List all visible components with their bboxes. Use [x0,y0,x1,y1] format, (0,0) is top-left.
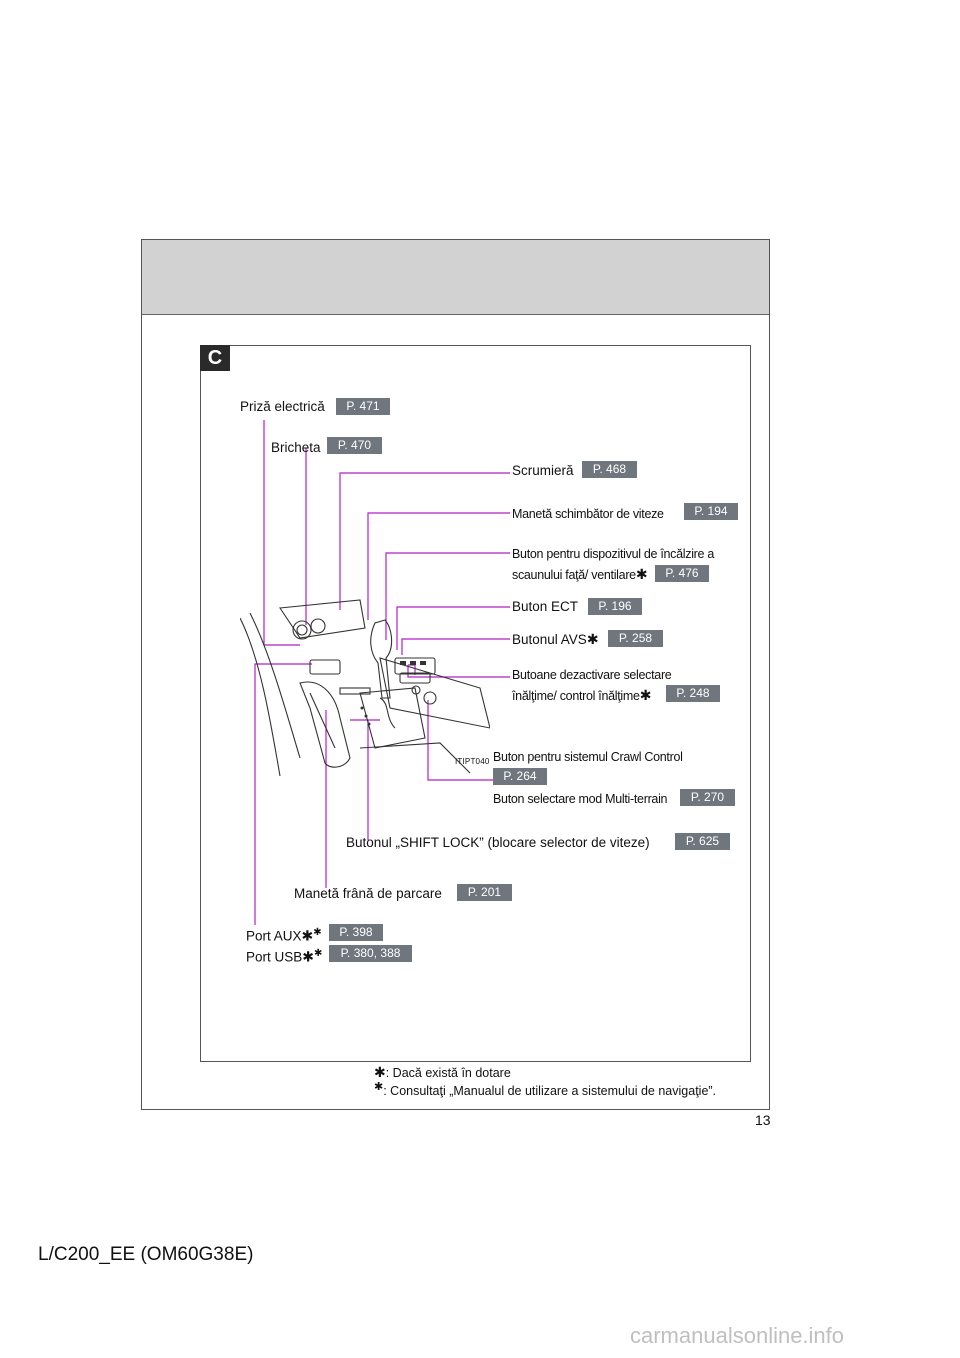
page-ref-ashtray[interactable]: P. 468 [582,461,637,478]
leader-height [407,665,510,678]
page-ref-shift-lever[interactable]: P. 194 [684,503,738,520]
label-shift-lever: Manetă schimbător de viteze [512,507,664,521]
label-height-text: înălţime/ control înălţime [512,689,640,703]
label-ashtray: Scrumieră [512,463,574,478]
header-band [142,240,769,315]
label-height-line2: înălţime/ control înălţime✱ [512,687,651,704]
page-ref-avs[interactable]: P. 258 [608,630,663,647]
footnote-1-text: : Dacă există în dotare [385,1066,511,1080]
label-avs: Butonul AVS✱ [512,631,599,648]
figure-box [200,345,751,1062]
label-aux-text: Port AUX [246,928,302,944]
label-seat-heater-line1: Buton pentru dispozitivul de încălzire a [512,547,715,561]
label-seat-heater-line2: scaunului faţă/ ventilare✱ [512,566,648,583]
footnote-2-text: : Consultaţi „Manualul de utilizare a si… [383,1084,717,1099]
page-ref-lighter[interactable]: P. 470 [327,437,382,454]
label-height-line1: Butoane dezactivare selectare [512,668,672,682]
image-code: ITIPT040 [455,757,490,766]
footnote-1: ✱: Dacă există în dotare [374,1064,511,1081]
asterisk-icon: ✱ [639,687,652,703]
page-ref-parking-brake[interactable]: P. 201 [457,884,512,901]
page-ref-height[interactable]: P. 248 [666,685,720,702]
page-number: 13 [755,1112,771,1128]
leader-aux [254,663,312,925]
label-crawl: Buton pentru sistemul Crawl Control [493,750,683,764]
page-ref-usb[interactable]: P. 380, 388 [329,945,412,962]
label-power-outlet: Priză electrică [240,399,325,414]
leader-crawl [427,700,510,781]
label-parking-brake: Manetă frână de parcare [294,886,442,901]
label-multi-terrain: Buton selectare mod Multi-terrain [493,792,668,806]
center-console-illustration [240,599,490,776]
label-usb-text: Port USB [246,949,303,965]
leader-seat-heater [385,552,510,640]
page-ref-crawl[interactable]: P. 264 [493,768,547,785]
leader-ect [396,606,510,650]
asterisk-icon: ✱ [374,1064,386,1080]
leader-shift-lever [367,512,510,620]
label-aux: Port AUX✱✱ [246,925,322,945]
page-ref-power-outlet[interactable]: P. 471 [336,398,390,415]
label-seat-heater-text: scaunului faţă/ ventilare [512,568,636,582]
label-avs-text: Butonul AVS [512,632,587,647]
footnote-2: ✱: Consultaţi „Manualul de utilizare a s… [374,1080,716,1098]
label-ect: Buton ECT [512,599,579,614]
asterisk-icon: ✱ [301,927,314,944]
asterisk-icon: ✱ [314,948,323,959]
leader-ashtray [339,472,510,610]
page-ref-seat-heater[interactable]: P. 476 [655,565,709,582]
model-code: L/C200_EE (OM60G38E) [38,1244,254,1265]
page-ref-multi-terrain[interactable]: P. 270 [680,789,735,806]
section-badge: C [200,345,230,371]
asterisk-icon: ✱ [374,1081,384,1093]
asterisk-icon: ✱ [302,948,315,965]
page-ref-ect[interactable]: P. 196 [588,598,642,615]
label-shift-lock: Butonul „SHIFT LOCK” (blocare selector d… [346,835,650,850]
asterisk-icon: ✱ [586,631,599,647]
leader-avs [401,638,510,655]
asterisk-icon: ✱ [313,927,322,938]
watermark: carmanualsonline.info [630,1323,845,1348]
page-ref-aux[interactable]: P. 398 [329,924,383,941]
label-lighter: Bricheta [271,440,321,455]
asterisk-icon: ✱ [635,566,648,582]
label-usb: Port USB✱✱ [246,946,322,966]
page-ref-shift-lock[interactable]: P. 625 [675,833,730,850]
